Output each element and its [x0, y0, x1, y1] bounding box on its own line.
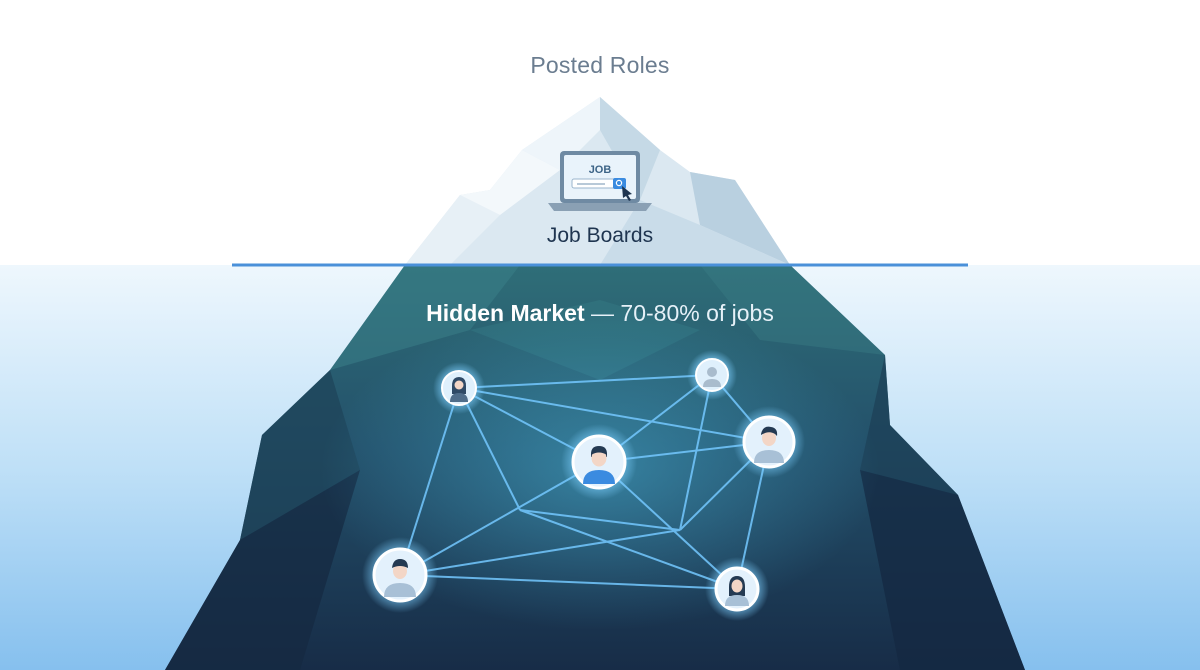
person-icon [583, 446, 615, 484]
posted-roles-label: Posted Roles [530, 52, 670, 78]
hidden-market-label: Hidden Market — 70-80% of jobs [0, 300, 1200, 327]
person-icon [754, 426, 784, 463]
person-icon [384, 559, 416, 597]
network-node-man-center [561, 424, 637, 500]
hidden-market-title: Hidden Market [426, 300, 585, 326]
laptop-search-icon: JOB [548, 151, 652, 211]
network-node-woman-bottom-right [705, 557, 769, 621]
laptop-job-text: JOB [589, 164, 612, 176]
person-icon [703, 367, 721, 387]
network-node-man-right [733, 406, 805, 478]
network-node-woman-top-left [433, 362, 485, 414]
network-node-man-top-right [687, 350, 737, 400]
woman-icon [450, 377, 468, 402]
hidden-market-detail: — 70-80% of jobs [591, 300, 774, 326]
woman-icon [725, 576, 749, 606]
job-boards-label: Job Boards [546, 224, 654, 247]
network-node-man-bottom-left [362, 537, 438, 613]
